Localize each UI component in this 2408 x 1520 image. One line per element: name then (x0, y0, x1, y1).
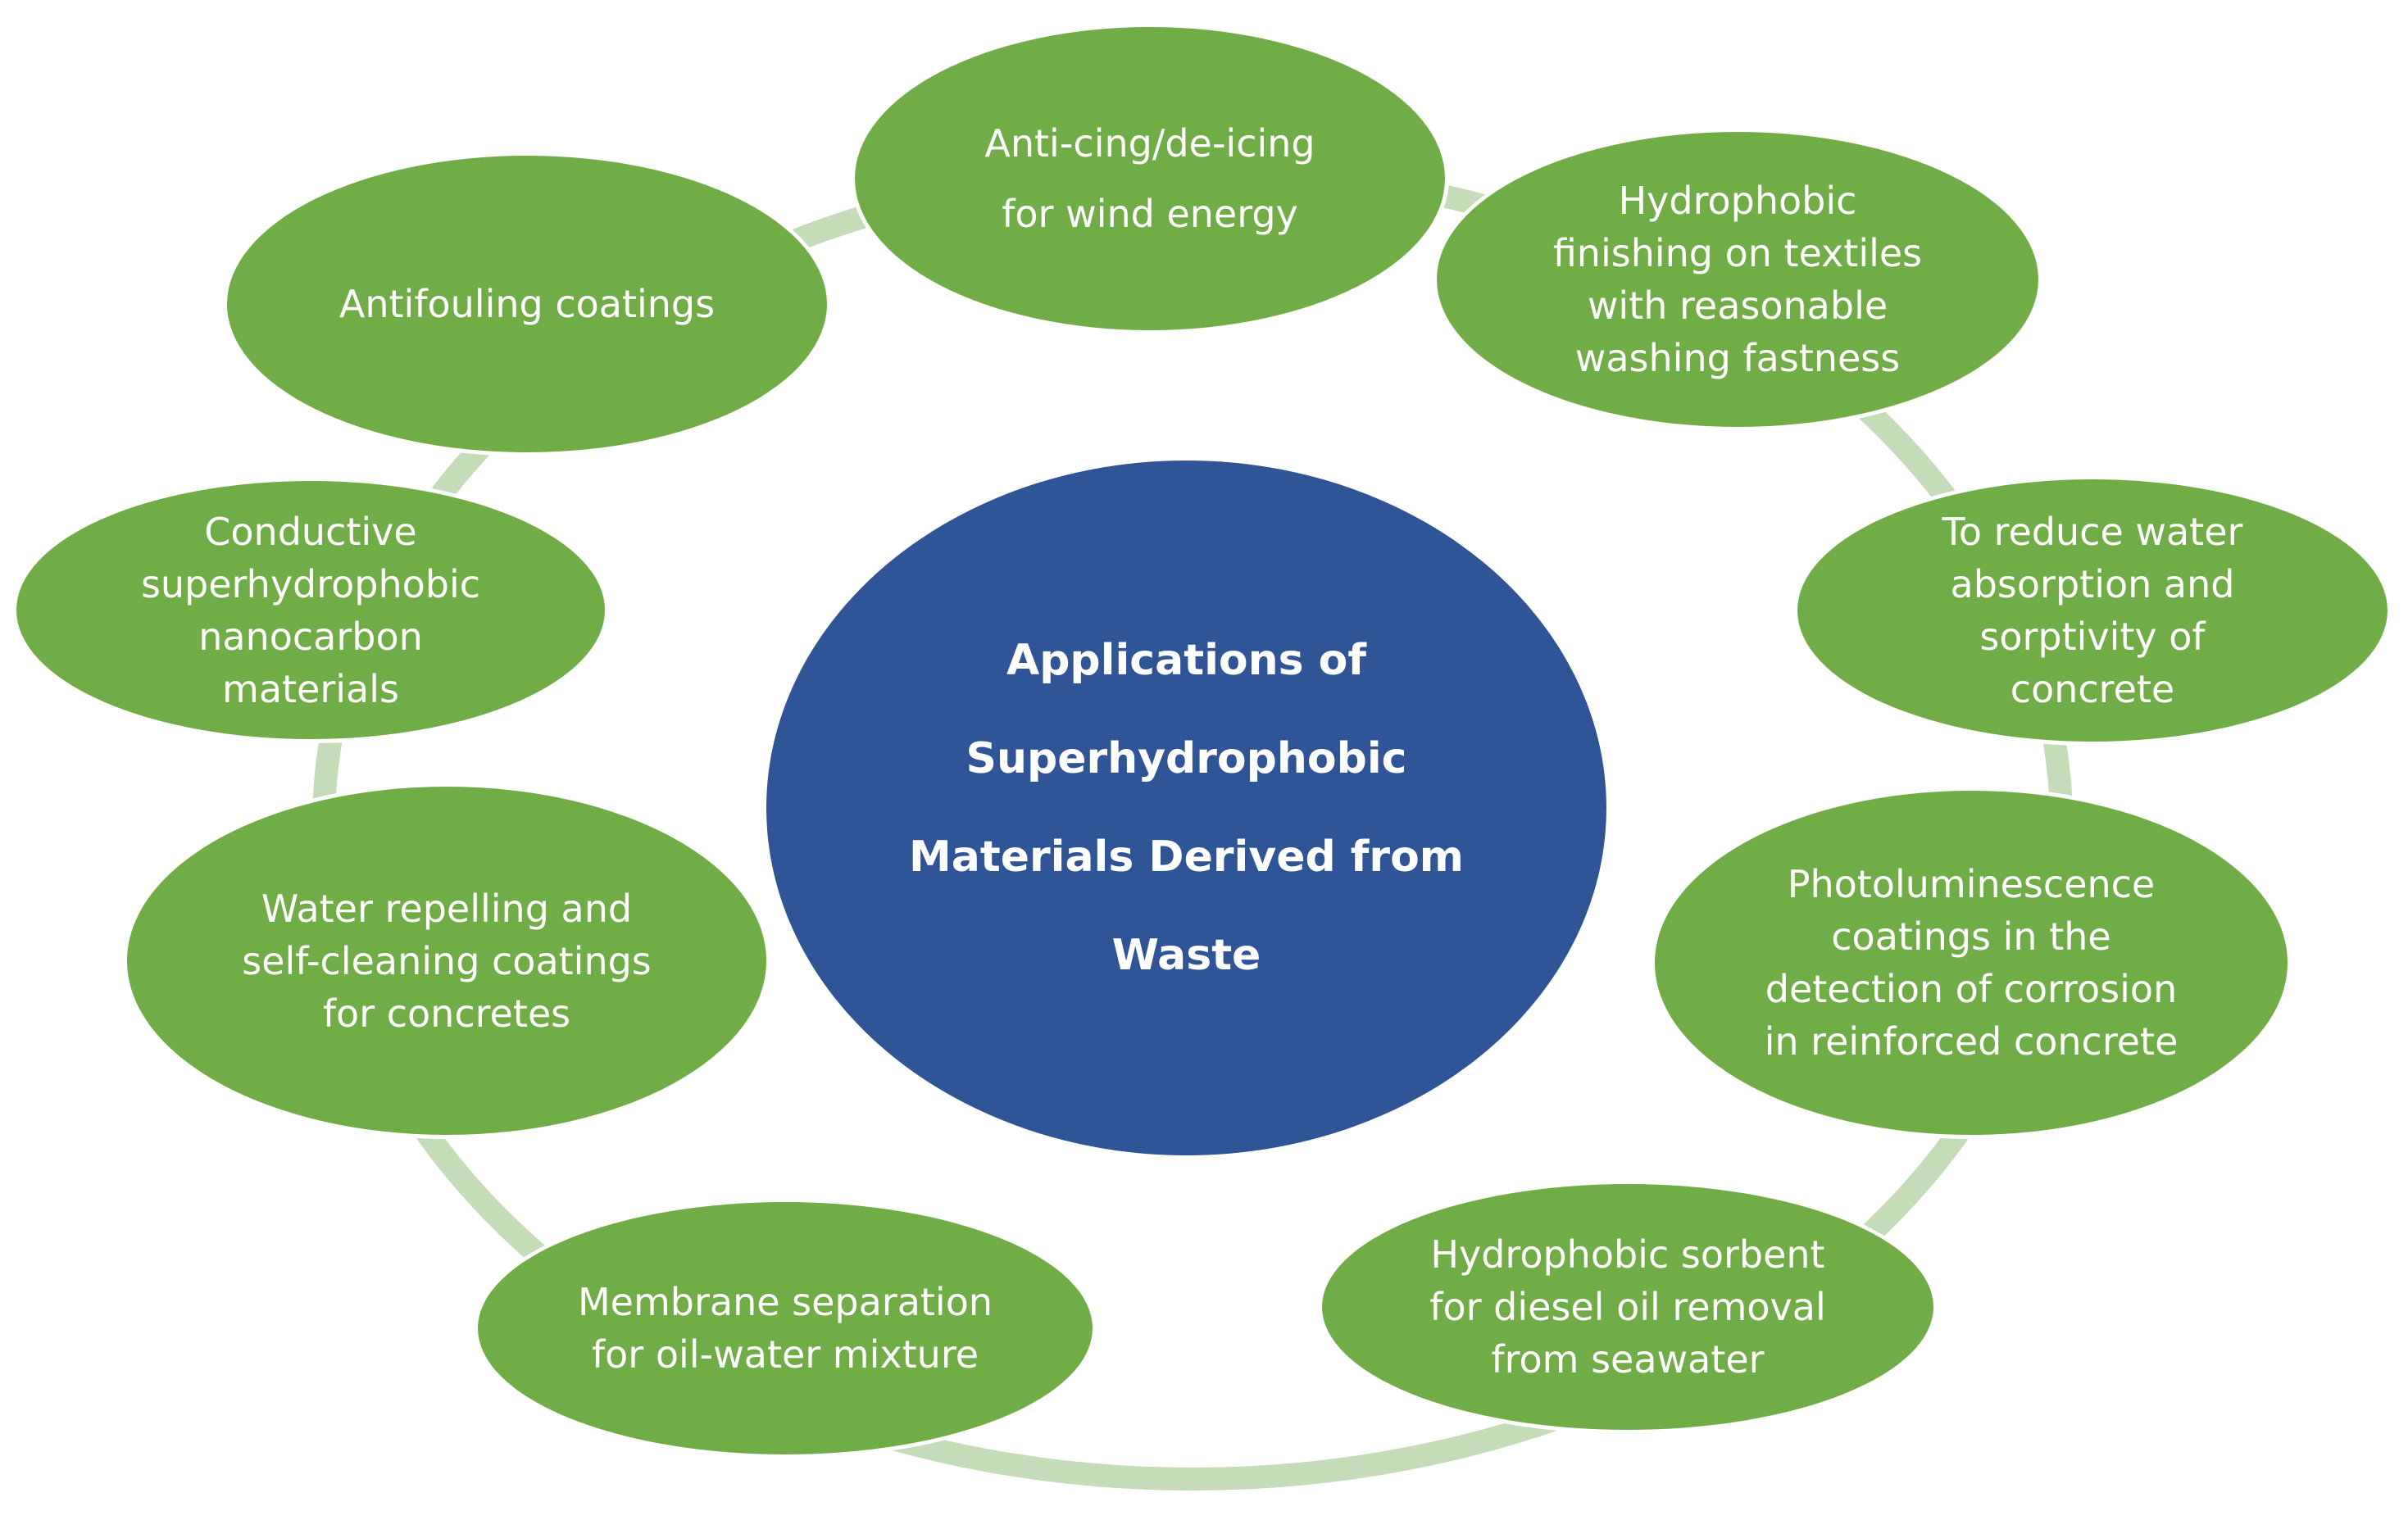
node-antifouling: Antifouling coatings (223, 152, 831, 456)
node-conductive-nanocarbon-label: Conductive superhydrophobic nanocarbon m… (140, 509, 481, 711)
node-anti-icing-label: Anti-cing/de-icing for wind energy (984, 121, 1315, 236)
center-node: Applications of Superhydrophobic Materia… (766, 461, 1606, 1155)
node-membrane-separation: Membrane separation for oil-water mixtur… (474, 1198, 1097, 1459)
node-antifouling-label: Antifouling coatings (338, 282, 716, 326)
node-anti-icing: Anti-cing/de-icing for wind energy (851, 23, 1449, 334)
node-concrete-absorption-label: To reduce water absorption and sorptivit… (1942, 510, 2243, 711)
node-diesel-sorbent: Hydrophobic sorbent for diesel oil remov… (1318, 1180, 1938, 1434)
node-hydrophobic-textiles-label: Hydrophobic finishing on textiles with r… (1552, 179, 1923, 380)
node-photoluminescence: Photoluminescence coatings in the detect… (1651, 787, 2292, 1139)
node-diesel-sorbent-label: Hydrophobic sorbent for diesel oil remov… (1429, 1232, 1826, 1382)
node-conductive-nanocarbon: Conductive superhydrophobic nanocarbon m… (12, 477, 609, 743)
node-water-repelling: Water repelling and self-cleaning coatin… (123, 783, 770, 1139)
node-hydrophobic-textiles: Hydrophobic finishing on textiles with r… (1433, 128, 2042, 431)
center-node-label: Applications of Superhydrophobic Materia… (909, 636, 1464, 980)
node-water-repelling-label: Water repelling and self-cleaning coatin… (242, 886, 652, 1036)
node-membrane-separation-label: Membrane separation for oil-water mixtur… (577, 1280, 993, 1377)
node-photoluminescence-label: Photoluminescence coatings in the detect… (1764, 862, 2179, 1064)
node-concrete-absorption: To reduce water absorption and sorptivit… (1793, 475, 2392, 746)
